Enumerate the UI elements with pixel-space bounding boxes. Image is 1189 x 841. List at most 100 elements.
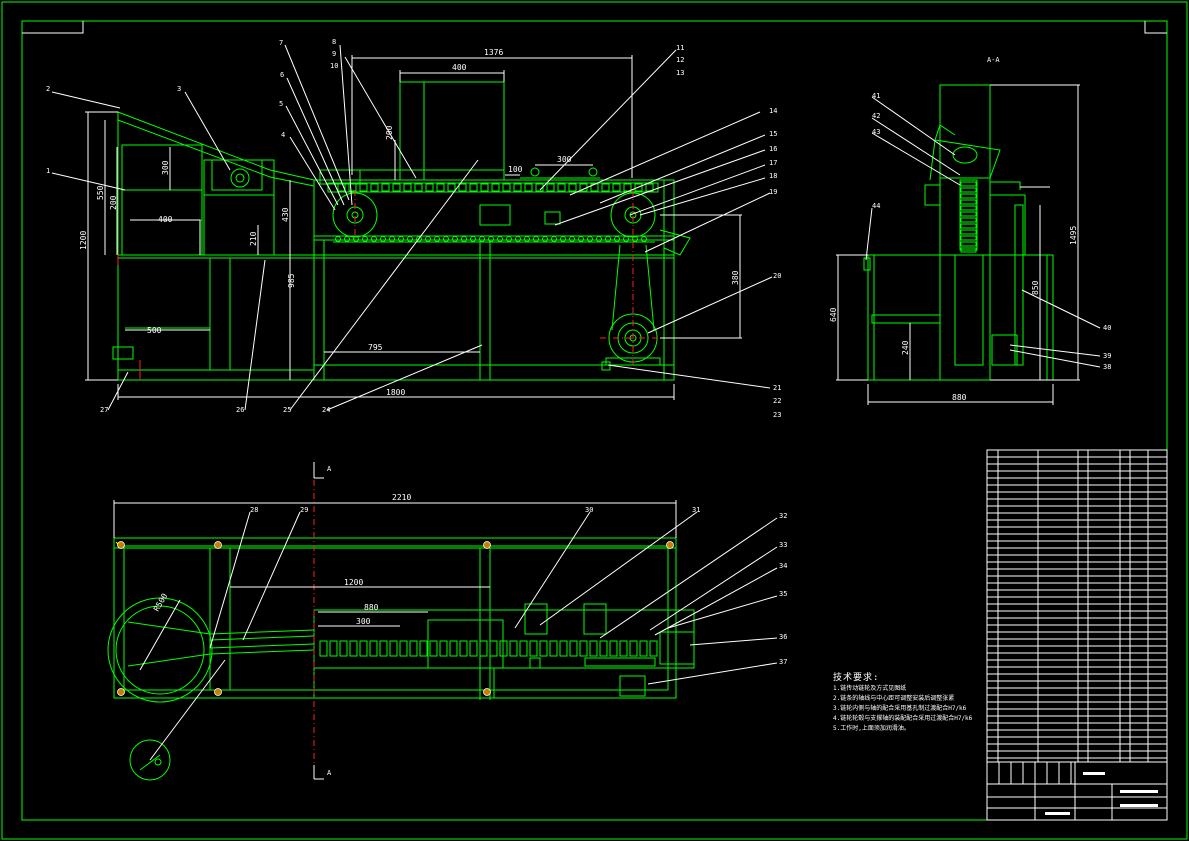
chain-link (329, 640, 338, 657)
part-19: 19 (769, 188, 777, 196)
chain-link (344, 236, 350, 242)
chain-link (436, 183, 445, 192)
chain-link (449, 640, 458, 657)
part-15: 15 (769, 130, 777, 138)
chain-link (960, 235, 977, 241)
part-36: 36 (779, 633, 787, 641)
chain-link (359, 640, 368, 657)
chain-link (546, 183, 555, 192)
dim-300-top: 300 (356, 617, 371, 626)
part-38: 38 (1103, 363, 1111, 371)
chain-link (578, 236, 584, 242)
chain-link (407, 236, 413, 242)
front-view: 1376 400 300 100 500 795 1800 400 200 12… (46, 38, 781, 419)
chain-link (539, 640, 548, 657)
chain-link (619, 640, 628, 657)
chain-link (513, 183, 522, 192)
note-4: 4.链轮轮毂与支撑轴的装配配合采用过渡配合H7/k6 (833, 715, 973, 722)
chain-link (960, 223, 977, 229)
part-24: 24 (322, 406, 330, 414)
chain-link (429, 640, 438, 657)
chain-link (509, 640, 518, 657)
part-18: 18 (769, 172, 777, 180)
chain-link (579, 640, 588, 657)
dim-500: 500 (147, 326, 162, 335)
chain-link (599, 640, 608, 657)
dim-1200-top: 1200 (344, 578, 363, 587)
dim-430: 430 (281, 207, 290, 222)
part-34: 34 (779, 562, 787, 570)
chain-link (479, 640, 488, 657)
chain-link (639, 640, 648, 657)
chain-link (389, 640, 398, 657)
part-20: 20 (773, 272, 781, 280)
chain-link (337, 183, 346, 192)
chain-link (960, 205, 977, 211)
chain-link (551, 236, 557, 242)
part-26: 26 (236, 406, 244, 414)
title-block (987, 761, 1167, 820)
part-42: 42 (872, 112, 880, 120)
chain-link (452, 236, 458, 242)
part-21: 21 (773, 384, 781, 392)
chain-link (499, 640, 508, 657)
chain-link (605, 236, 611, 242)
chain-link (519, 640, 528, 657)
dim-radius: R500 (152, 592, 170, 613)
dim-400-hopper: 400 (158, 215, 173, 224)
part-16: 16 (769, 145, 777, 153)
dim-300-hopper: 300 (161, 160, 170, 175)
part-25: 25 (283, 406, 291, 414)
dim-880-top: 880 (364, 603, 379, 612)
chain-link (549, 640, 558, 657)
chain-link (601, 183, 610, 192)
chain-link (359, 183, 368, 192)
chain-link (623, 183, 632, 192)
chain-link (379, 640, 388, 657)
part-29: 29 (300, 506, 308, 514)
dim-850: 850 (1031, 280, 1040, 295)
chain-link (569, 236, 575, 242)
inner-border (21, 20, 1168, 821)
part-9: 9 (332, 50, 336, 58)
part-8: 8 (332, 38, 336, 46)
chain-link (371, 236, 377, 242)
chain-link (349, 640, 358, 657)
chain-link (319, 640, 328, 657)
chain-link (960, 217, 977, 223)
part-39: 39 (1103, 352, 1111, 360)
chain-link (479, 236, 485, 242)
dim-100: 100 (508, 165, 523, 174)
dim-380: 380 (731, 270, 740, 285)
part-1: 1 (46, 167, 50, 175)
chain-link (629, 640, 638, 657)
notes-title: 技术要求: (833, 673, 880, 683)
dim-1200: 1200 (79, 231, 88, 250)
part-14: 14 (769, 107, 777, 115)
chain-link (960, 241, 977, 247)
chain-link (587, 236, 593, 242)
section-mark-top: A (327, 465, 332, 473)
chain-link (399, 640, 408, 657)
note-1: 1.链传动链轮及方式见图纸 (833, 685, 907, 692)
chain-link (623, 236, 629, 242)
chain-link (542, 236, 548, 242)
chain-link (960, 211, 977, 217)
part-41: 41 (872, 92, 880, 100)
dim-1376: 1376 (484, 48, 503, 57)
chain-link (458, 183, 467, 192)
chain-link (506, 236, 512, 242)
chain-link (447, 183, 456, 192)
section-mark-bottom: A (327, 769, 332, 777)
chain-link (641, 236, 647, 242)
chain-link (362, 236, 368, 242)
chain-link (434, 236, 440, 242)
chain-link (488, 236, 494, 242)
chain-link (469, 640, 478, 657)
chain-link (370, 183, 379, 192)
chain-link (960, 181, 977, 187)
part-23: 23 (773, 411, 781, 419)
chain-link (459, 640, 468, 657)
